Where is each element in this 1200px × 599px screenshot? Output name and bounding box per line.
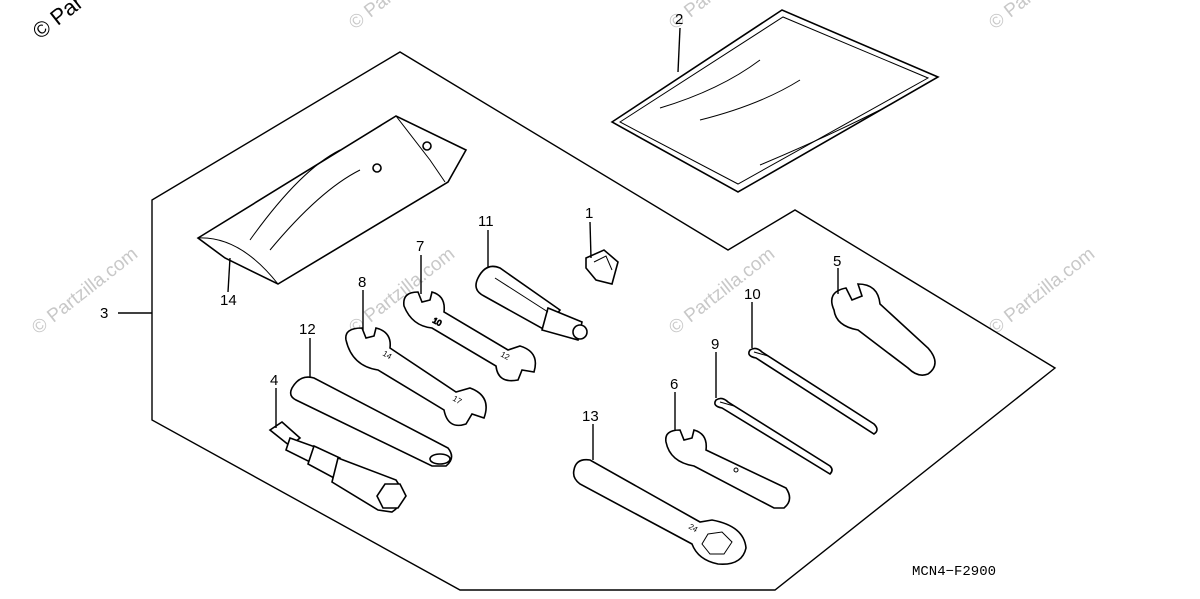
callout-10: 10	[744, 286, 761, 303]
callout-14: 14	[220, 292, 237, 309]
callout-5: 5	[833, 253, 841, 270]
open-wrench-5-part	[830, 283, 936, 376]
watermark-4: © Partzilla.com	[28, 244, 142, 339]
extension-bar-part	[289, 376, 453, 467]
callout-8: 8	[358, 274, 366, 291]
callout-12: 12	[299, 321, 316, 338]
callout-2: 2	[675, 11, 683, 28]
tool-bag-part	[196, 115, 468, 285]
callout-4: 4	[270, 372, 278, 389]
manual-pouch-part	[610, 9, 940, 193]
corner-watermark: © Par	[28, 0, 88, 44]
open-wrench-6-part	[664, 429, 791, 509]
spark-plug-wrench-part	[268, 420, 407, 513]
callout-3: 3	[100, 305, 108, 322]
callout-7: 7	[416, 238, 424, 255]
watermark-1: © Partzilla.com	[345, 0, 459, 34]
figure-code: MCN4−F2900	[912, 564, 996, 580]
callouts: 1 2 3 4 5 6 7 8 9 10 11 12 13 14	[100, 11, 841, 425]
box-wrench-part: 24	[572, 458, 747, 565]
callout-11: 11	[478, 213, 494, 230]
callout-6: 6	[670, 376, 678, 393]
watermark-6: © Partzilla.com	[665, 244, 779, 339]
watermark-7: © Partzilla.com	[985, 244, 1099, 339]
double-wrench-7-part: 10 12	[402, 291, 537, 382]
leader-lines	[118, 27, 839, 460]
tool-set-outline	[151, 51, 1057, 591]
double-wrench-8-part: 14 17	[345, 327, 487, 427]
callout-1: 1	[585, 205, 593, 222]
clip-part	[585, 249, 619, 285]
screwdriver-handle-part	[475, 265, 588, 341]
screwdriver-9-part	[714, 397, 833, 476]
callout-9: 9	[711, 336, 719, 353]
watermarks: © Par © Partzilla.com © Partzilla.com © …	[28, 0, 1099, 339]
screwdriver-10-part	[748, 347, 878, 435]
watermark-3: © Partzilla.com	[985, 0, 1099, 34]
callout-13: 13	[582, 408, 599, 425]
